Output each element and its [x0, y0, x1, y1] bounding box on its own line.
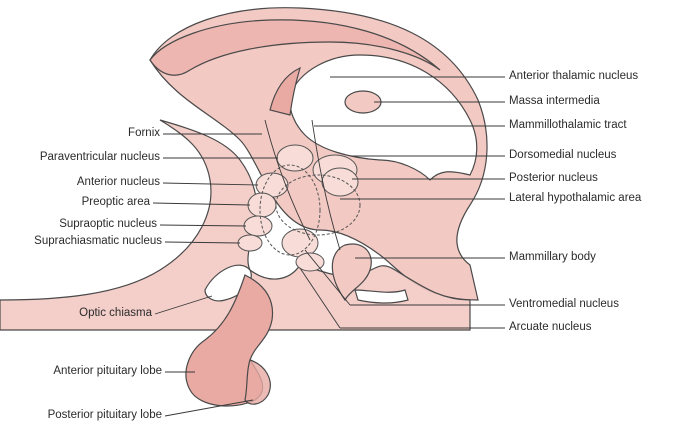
label-optic-chiasma: Optic chiasma [79, 307, 152, 319]
label-arcuate-nucleus: Arcuate nucleus [509, 321, 592, 333]
arcuate-nucleus [295, 252, 325, 272]
lateral-hypothalamic-area [275, 174, 361, 236]
corpus-callosum-band [149, 19, 441, 76]
suprachiasmatic-nucleus [237, 234, 263, 252]
posterior-stem [354, 289, 409, 304]
label-dorsomedial-nucleus: Dorsomedial nucleus [509, 149, 617, 161]
label-fornix: Fornix [128, 127, 160, 139]
label-lateral-hypothalamic-area: Lateral hypothalamic area [509, 192, 642, 204]
label-anterior-nucleus: Anterior nucleus [76, 176, 160, 188]
label-suprachiasmatic-nucleus: Suprachiasmatic nucleus [34, 235, 162, 247]
label-anterior-pituitary-lobe: Anterior pituitary lobe [53, 365, 162, 377]
fornix-tract [264, 119, 311, 241]
posterior-pituitary-lobe [244, 359, 271, 405]
label-posterior-nucleus: Posterior nucleus [509, 172, 598, 184]
label-ventromedial-nucleus: Ventromedial nucleus [509, 298, 619, 310]
label-supraoptic-nucleus: Supraoptic nucleus [59, 218, 157, 230]
mammillothalamic-tract [311, 119, 341, 251]
paraventricular-nucleus [276, 144, 314, 172]
preoptic-area [247, 192, 277, 218]
hypothalamic-nuclei [237, 119, 361, 272]
anterior-thalamic-region [269, 66, 301, 116]
label-massa-intermedia: Massa intermedia [509, 95, 600, 107]
label-posterior-pituitary-lobe: Posterior pituitary lobe [47, 409, 162, 421]
label-paraventricular-nucleus: Paraventricular nucleus [39, 151, 160, 163]
nucleus-dashed-outline [259, 164, 321, 256]
label-preoptic-area: Preoptic area [81, 196, 150, 208]
label-mammillary-body: Mammillary body [509, 251, 596, 263]
leader-lines-right [299, 76, 505, 329]
label-anterior-thalamic-nucleus: Anterior thalamic nucleus [509, 70, 639, 82]
leader-lines-left [152, 133, 278, 417]
supraoptic-nucleus [243, 215, 273, 237]
label-mammillothalamic-tract: Mammillothalamic tract [509, 119, 627, 131]
posterior-nucleus [321, 167, 359, 197]
